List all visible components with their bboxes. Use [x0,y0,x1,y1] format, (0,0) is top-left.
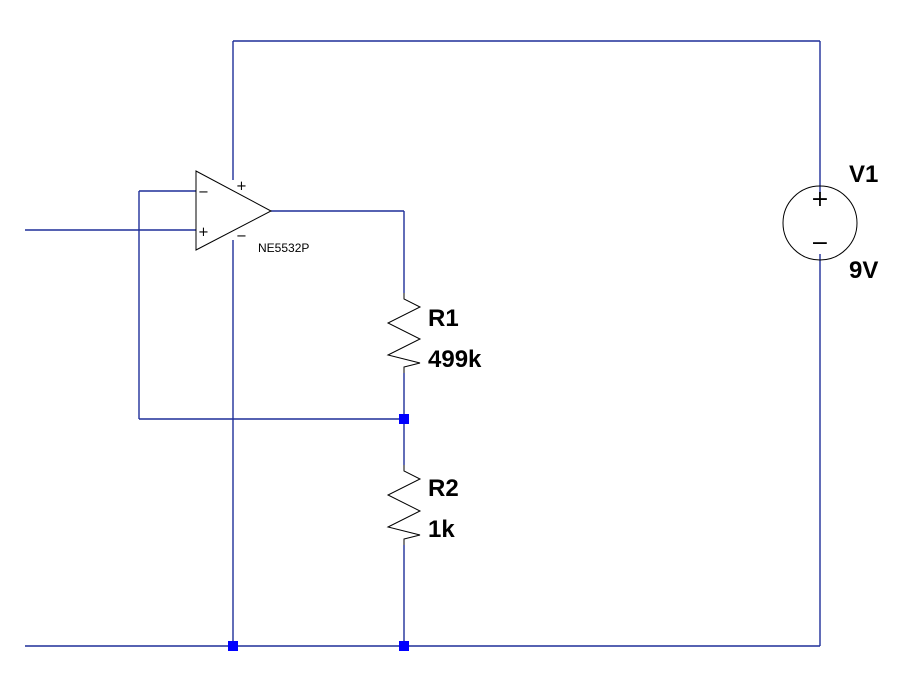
r2-value-label: 1k [428,516,455,543]
junction-ground-opamp[interactable] [228,641,238,651]
opamp-inverting-pin-label: − [198,185,209,200]
voltage-source-v1[interactable]: + − [782,185,858,261]
resistor-r2[interactable] [386,465,422,545]
v1-circle [782,185,858,261]
opamp-triangle [195,170,273,251]
opamp-vplus-pin-label: + [236,179,247,194]
v1-value-label: 9V [849,257,878,284]
v1-name-label: V1 [849,161,878,188]
wires [25,40,821,647]
opamp-vminus-pin-label: − [236,229,247,244]
r1-value-label: 499k [428,346,482,373]
junction-feedback-node[interactable] [399,414,409,424]
opamp-symbol[interactable]: − + + − [195,170,273,251]
r1-name-label: R1 [428,305,459,332]
r1-zigzag [386,293,422,373]
opamp-part-label: NE5532P [258,241,309,255]
v1-positive-terminal-label: + [811,187,829,212]
v1-negative-terminal-label: − [811,231,829,256]
resistor-r1[interactable] [386,293,422,373]
junctions [228,414,409,651]
r2-zigzag [386,465,422,545]
opamp-noninverting-pin-label: + [198,225,209,240]
r2-name-label: R2 [428,475,459,502]
junction-ground-r2[interactable] [399,641,409,651]
